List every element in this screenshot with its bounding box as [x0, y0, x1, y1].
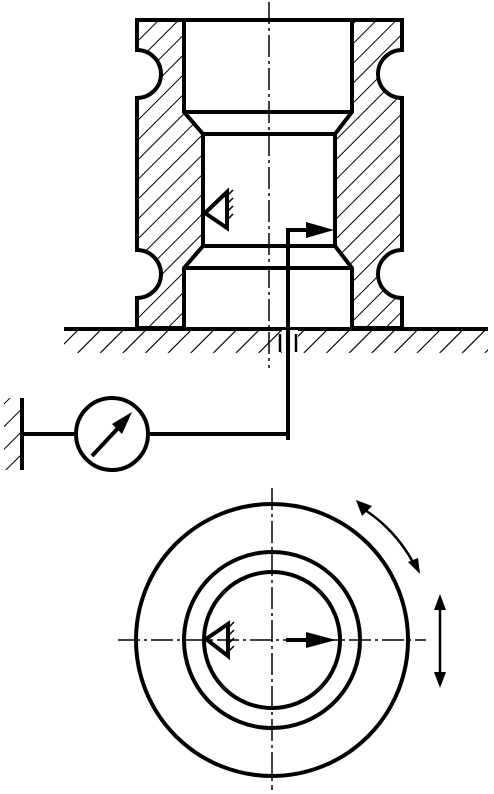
- dial-needle-arrow-head: [112, 412, 132, 434]
- indicator-mount: [4, 398, 24, 470]
- bushing-top-view: [118, 488, 426, 790]
- top-view-probe-arrow: [286, 632, 336, 648]
- dial-indicator: [24, 396, 288, 472]
- base-plate: [64, 327, 488, 353]
- right-wall-section: [333, 18, 404, 330]
- rotation-arrows: [356, 500, 420, 574]
- top-view-locating-support: [202, 620, 235, 661]
- dial-needle: [90, 424, 122, 458]
- vertical-movement-arrow: [434, 594, 446, 688]
- locating-support: [201, 187, 234, 232]
- probe-arrow-head: [306, 222, 334, 238]
- bushing-section-view: [135, 2, 404, 368]
- left-wall-section: [135, 18, 205, 330]
- measuring-probe: [278, 222, 334, 440]
